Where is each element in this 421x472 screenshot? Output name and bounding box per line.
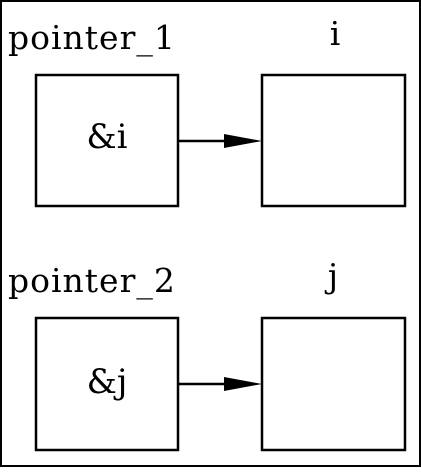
pointer-2-label: pointer_2 bbox=[8, 261, 176, 301]
variable-i-label: i bbox=[330, 14, 341, 53]
pointer-1-label: pointer_1 bbox=[8, 18, 176, 58]
pointer-2-box bbox=[34, 316, 180, 452]
pointer-1-arrowhead-icon bbox=[224, 134, 262, 148]
pointer-row-2: pointer_2 j &j bbox=[8, 256, 407, 452]
pointer-2-value: &j bbox=[87, 362, 128, 402]
variable-j-label: j bbox=[324, 256, 338, 295]
pointer-row-1: pointer_1 i &i bbox=[8, 14, 407, 208]
pointer-2-arrowhead-icon bbox=[224, 377, 262, 391]
variable-i-box bbox=[260, 73, 407, 208]
pointer-1-value: &i bbox=[86, 117, 127, 157]
variable-j-box bbox=[260, 316, 407, 452]
